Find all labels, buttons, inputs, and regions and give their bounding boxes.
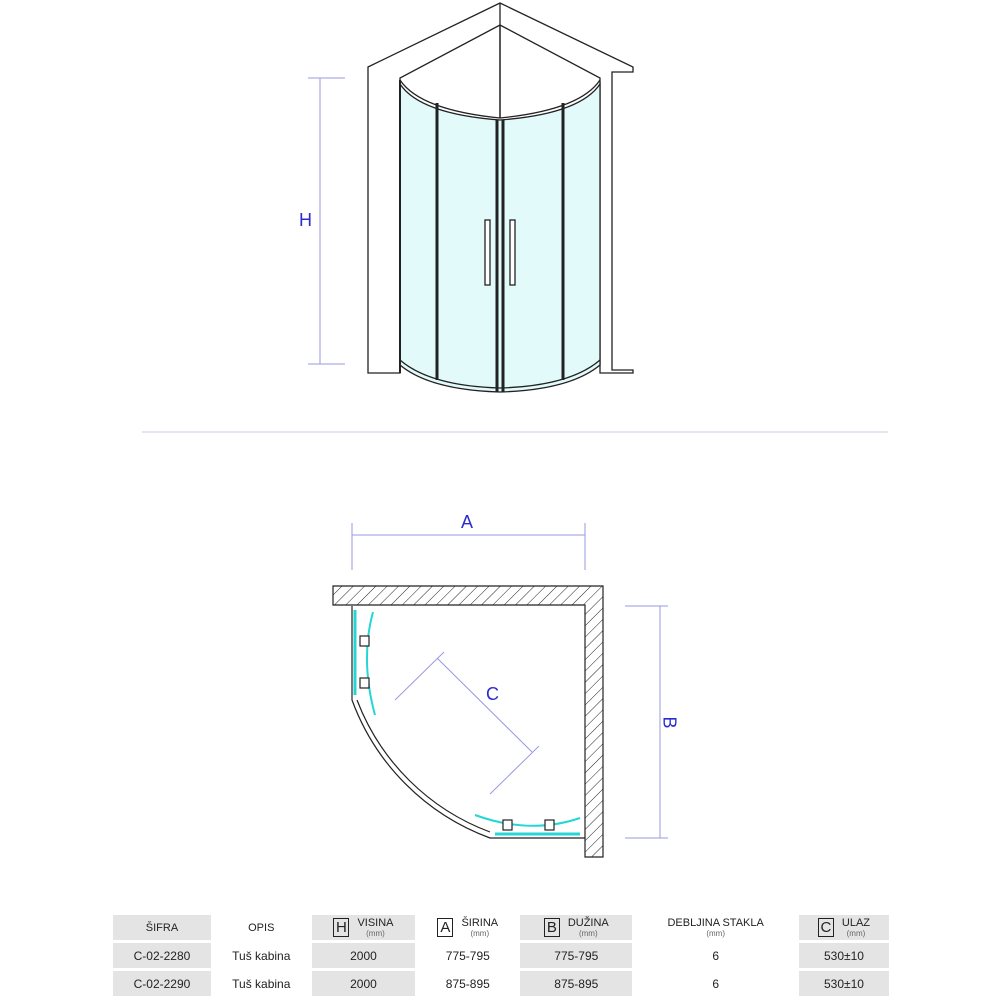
cell-sifra: C-02-2280 xyxy=(113,943,211,968)
c-icon: C xyxy=(817,918,834,937)
cell-sifra: C-02-2290 xyxy=(113,971,211,996)
dim-label-h: H xyxy=(299,210,312,230)
dimensions-plan xyxy=(351,523,668,839)
cell-debljina: 6 xyxy=(712,976,719,991)
header-opis: OPIS xyxy=(248,921,275,934)
cell-opis: Tuš kabina xyxy=(232,976,291,991)
dim-label-a: A xyxy=(461,512,474,532)
dimension-h xyxy=(308,77,345,365)
cell-sirina: 875-895 xyxy=(445,976,490,991)
cell-duzina: 775-795 xyxy=(520,943,633,968)
table-row: C-02-2290 Tuš kabina 2000 875-895 875-89… xyxy=(113,971,889,996)
a-icon: A xyxy=(437,918,454,937)
glass-panels xyxy=(399,81,601,393)
cell-visina: 2000 xyxy=(311,971,416,996)
header-debljina: DEBLJINA STAKLA(mm) xyxy=(667,917,764,938)
h-icon: H xyxy=(333,918,350,937)
cell-sirina: 775-795 xyxy=(445,948,490,963)
plan-view xyxy=(332,585,604,858)
b-icon: B xyxy=(543,918,560,937)
cell-ulaz: 530±10 xyxy=(798,971,889,996)
dim-label-c: C xyxy=(486,684,499,704)
dim-label-b: B xyxy=(659,716,680,729)
cell-ulaz: 530±10 xyxy=(798,943,889,968)
header-sifra: ŠIFRA xyxy=(113,915,211,940)
perspective-view xyxy=(367,2,634,393)
table-row: C-02-2280 Tuš kabina 2000 775-795 775-79… xyxy=(113,943,889,968)
cell-duzina: 875-895 xyxy=(520,971,633,996)
cell-debljina: 6 xyxy=(712,948,719,963)
cell-visina: 2000 xyxy=(311,943,416,968)
cell-opis: Tuš kabina xyxy=(232,948,291,963)
